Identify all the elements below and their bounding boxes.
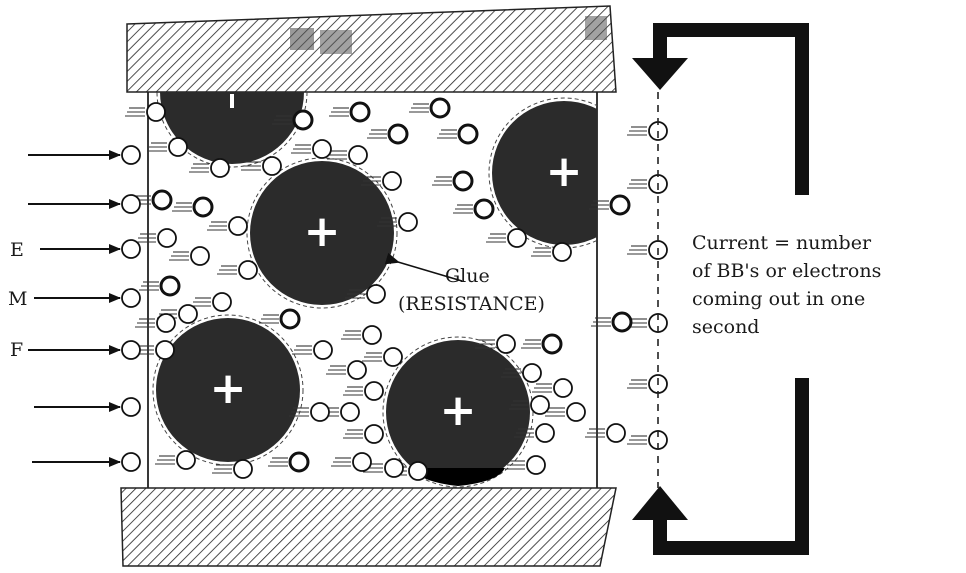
electron bbox=[341, 403, 359, 421]
current-line-4: second bbox=[692, 316, 759, 338]
electron bbox=[454, 172, 472, 190]
electron bbox=[385, 459, 403, 477]
electron bbox=[179, 305, 197, 323]
electron bbox=[122, 341, 140, 359]
electron bbox=[122, 289, 140, 307]
electron bbox=[365, 382, 383, 400]
electron bbox=[508, 229, 526, 247]
resistance-label: (RESISTANCE) bbox=[398, 293, 545, 315]
electron bbox=[553, 243, 571, 261]
electron bbox=[122, 398, 140, 416]
electron bbox=[263, 157, 281, 175]
electron bbox=[177, 451, 195, 469]
electron bbox=[294, 111, 312, 129]
electron bbox=[122, 146, 140, 164]
electron bbox=[399, 213, 417, 231]
electron bbox=[431, 99, 449, 117]
electron bbox=[239, 261, 257, 279]
electron bbox=[229, 217, 247, 235]
emf-letter-e: E bbox=[10, 239, 24, 261]
electron bbox=[475, 200, 493, 218]
electron bbox=[607, 424, 625, 442]
electron bbox=[536, 424, 554, 442]
electron bbox=[348, 361, 366, 379]
plus-sign: + bbox=[440, 385, 477, 436]
electron bbox=[611, 196, 629, 214]
electron bbox=[567, 403, 585, 421]
electron bbox=[531, 396, 549, 414]
electron bbox=[527, 456, 545, 474]
electron bbox=[161, 277, 179, 295]
input-arrows bbox=[28, 155, 120, 462]
bottom-plate bbox=[121, 488, 616, 566]
electron bbox=[543, 335, 561, 353]
current-line-1: Current = number bbox=[692, 232, 872, 254]
electron bbox=[213, 293, 231, 311]
glue-label: Glue bbox=[445, 265, 490, 287]
current-description: Current = number of BB's or electrons co… bbox=[692, 232, 881, 338]
plus-sign: + bbox=[546, 146, 583, 197]
electron bbox=[613, 313, 631, 331]
electron bbox=[554, 379, 572, 397]
plus-sign: + bbox=[304, 206, 341, 257]
up-arrow-icon bbox=[632, 486, 688, 520]
electron bbox=[353, 453, 371, 471]
electron bbox=[122, 195, 140, 213]
electron bbox=[281, 310, 299, 328]
emf-letter-f: F bbox=[10, 339, 23, 361]
electron bbox=[367, 285, 385, 303]
electron bbox=[497, 335, 515, 353]
plus-sign: + bbox=[210, 363, 247, 414]
electron bbox=[349, 146, 367, 164]
emf-letter-m: M bbox=[8, 288, 27, 310]
electron bbox=[389, 125, 407, 143]
electron bbox=[363, 326, 381, 344]
top-plate bbox=[127, 6, 616, 92]
electron bbox=[313, 140, 331, 158]
electron bbox=[194, 198, 212, 216]
electron bbox=[156, 341, 174, 359]
electron bbox=[211, 159, 229, 177]
positive-ion: + bbox=[489, 98, 639, 248]
electron bbox=[157, 314, 175, 332]
electron bbox=[290, 453, 308, 471]
electron bbox=[365, 425, 383, 443]
electron bbox=[351, 103, 369, 121]
electron bbox=[234, 460, 252, 478]
electron bbox=[147, 103, 165, 121]
electron bbox=[523, 364, 541, 382]
electron bbox=[153, 191, 171, 209]
electron bbox=[383, 172, 401, 190]
current-line-3: coming out in one bbox=[692, 288, 865, 310]
electron bbox=[459, 125, 477, 143]
electron bbox=[409, 462, 427, 480]
electron bbox=[314, 341, 332, 359]
electron bbox=[311, 403, 329, 421]
down-arrow-icon bbox=[632, 58, 688, 90]
current-line-2: of BB's or electrons bbox=[692, 260, 881, 282]
electron bbox=[122, 453, 140, 471]
electron bbox=[169, 138, 187, 156]
electron bbox=[191, 247, 209, 265]
electron bbox=[122, 240, 140, 258]
positive-ion: + bbox=[153, 315, 303, 465]
electron bbox=[384, 348, 402, 366]
electron bbox=[158, 229, 176, 247]
